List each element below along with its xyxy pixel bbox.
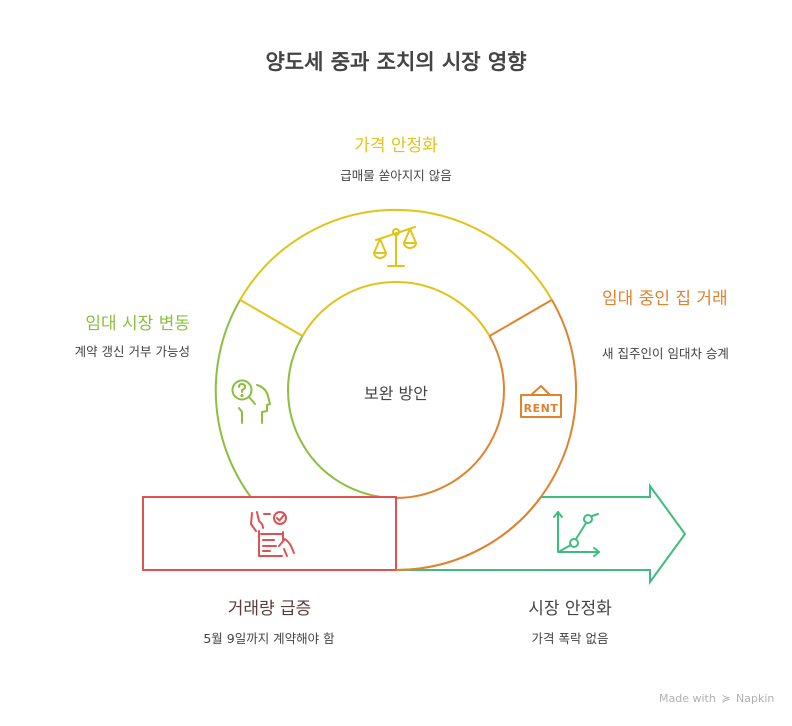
napkin-logo-icon: ≽ [721,692,731,705]
rent-sign-icon: RENT [520,385,562,418]
market-stability-arrow [396,482,687,586]
desc-rental-market-change: 계약 갱신 거부 가능성 [74,344,190,359]
center-label: 보완 방안 [364,384,428,403]
heading-rented-house-trade: 임대 중인 집 거래 [602,289,728,309]
diagram-title: 양도세 중과 조치의 시장 영향 [265,50,527,74]
heading-price-stability: 가격 안정화 [354,136,438,156]
desc-price-stability: 급매물 쏟아지지 않음 [340,168,452,183]
ring-segment-rented-house [395,299,577,571]
heading-volume-surge: 거래량 급증 [227,599,312,619]
desc-market-stability: 가격 폭락 없음 [531,631,609,646]
divider-left [239,299,304,337]
inner-arc-green [287,335,397,499]
contract-sign-icon [250,511,295,557]
growth-chart-icon [553,511,600,557]
inner-arc-orange [395,335,505,499]
heading-rental-market-change: 임대 시장 변동 [85,314,190,334]
footer-watermark: Made with ≽ Napkin [659,692,774,705]
heading-market-stability: 시장 안정화 [528,599,612,619]
head-question-icon [231,379,271,424]
inner-arc-yellow [301,281,491,337]
divider-right [488,299,553,337]
ring-segment-rental-market [214,299,252,498]
ring-segment-price-stability [239,208,553,301]
svg-text:RENT: RENT [524,402,559,415]
desc-volume-surge: 5월 9일까지 계약해야 함 [203,631,335,646]
footer-made-with: Made with [659,692,716,705]
footer-brand: Napkin [736,692,775,705]
balance-scale-icon [373,226,417,267]
desc-rented-house-trade: 새 집주인이 임대차 승계 [602,346,729,361]
